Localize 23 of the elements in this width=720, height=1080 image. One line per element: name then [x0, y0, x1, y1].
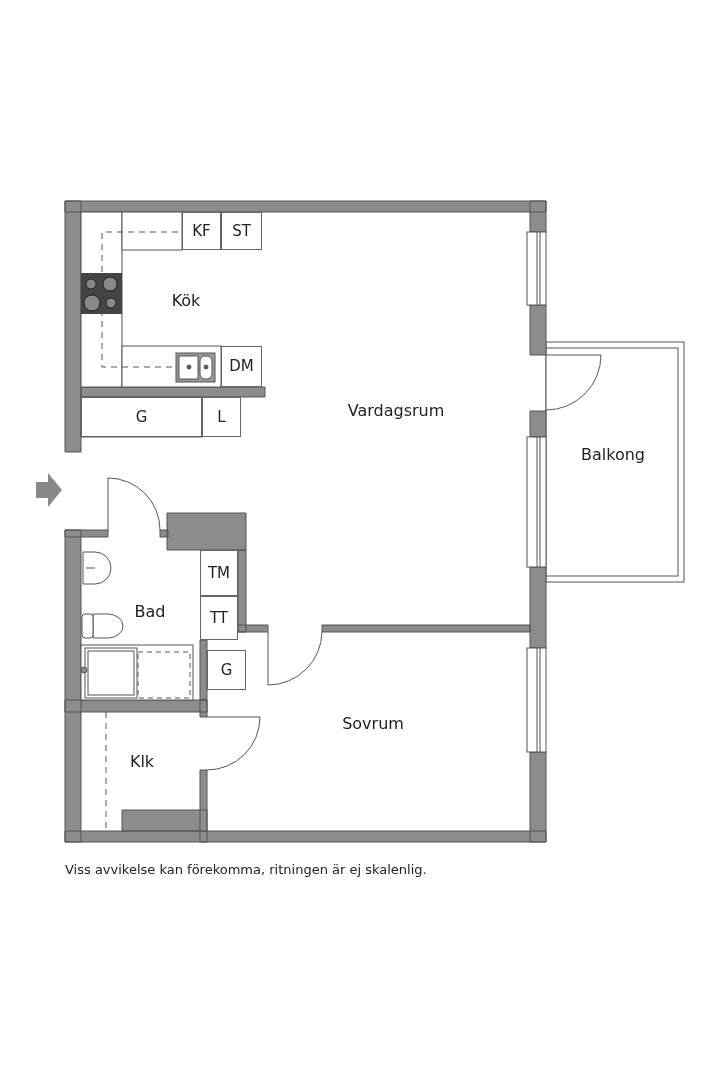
disclaimer-note: Viss avvikelse kan förekomma, ritningen är ej skalenlig.	[65, 862, 427, 877]
appliance-code: TT	[209, 610, 229, 626]
room-label: Kök	[171, 290, 201, 310]
appliance-code: KF	[192, 223, 211, 239]
appliance-code: DM	[229, 359, 254, 374]
appliance-code: G	[220, 662, 233, 678]
cabinet-box	[200, 596, 238, 640]
cabinet-box	[81, 397, 202, 437]
room-label: Balkong	[581, 444, 645, 464]
appliance-code: L	[217, 409, 226, 425]
room-label: Bad	[134, 601, 166, 621]
room-label: Vardagsrum	[347, 400, 445, 420]
cabinet-box	[221, 212, 262, 250]
cabinet-box	[221, 346, 262, 387]
appliance-code: G	[135, 409, 148, 425]
appliance-code: ST	[232, 223, 251, 239]
cabinet-box	[202, 397, 241, 437]
cabinet-box	[200, 550, 238, 596]
cabinet-box	[207, 650, 246, 690]
appliance-code: TM	[207, 565, 231, 581]
cabinet-box	[182, 212, 221, 250]
room-label: Sovrum	[342, 713, 404, 733]
room-label: Klk	[129, 751, 155, 771]
